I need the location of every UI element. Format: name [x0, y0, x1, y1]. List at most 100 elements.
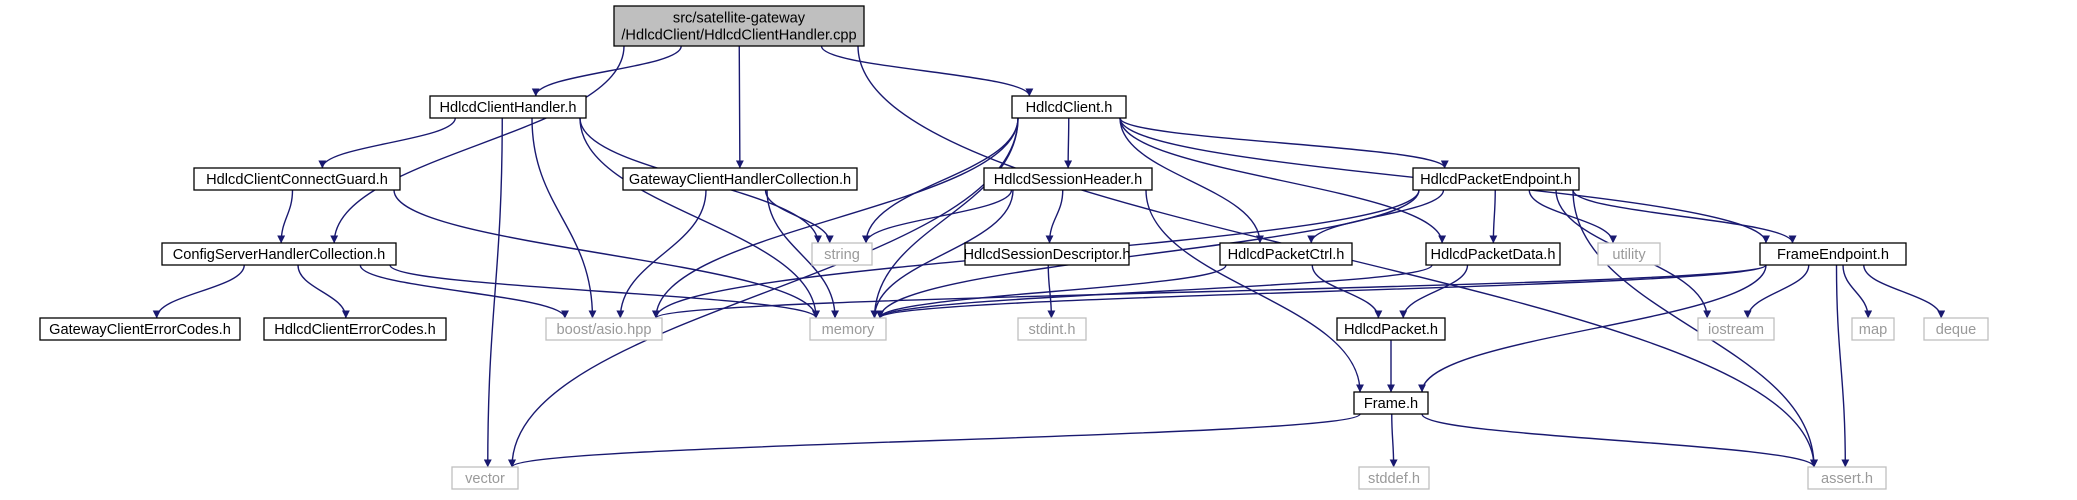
edge-fe-to-deque: [1863, 264, 1946, 319]
node-label: stddef.h: [1368, 471, 1420, 487]
node-stddef: stddef.h: [1358, 466, 1430, 490]
node-box: [1017, 317, 1087, 341]
node-box: [1597, 242, 1661, 266]
node-hsd[interactable]: HdlcdSessionDescriptor.h: [963, 242, 1131, 266]
node-fe[interactable]: FrameEndpoint.h: [1759, 242, 1907, 266]
edge-hch-to-asio: [531, 117, 597, 319]
node-box: [161, 242, 397, 266]
node-box: [263, 317, 447, 341]
node-hpd[interactable]: HdlcdPacketData.h: [1425, 242, 1561, 266]
edge-root-to-gchc: [735, 45, 744, 169]
node-hccg[interactable]: HdlcdClientConnectGuard.h: [193, 167, 401, 191]
edge-root-to-csh: [330, 45, 625, 244]
edge-hpc-to-memory: [876, 264, 1227, 319]
node-box: [1412, 167, 1580, 191]
node-box: [811, 242, 873, 266]
node-box: [964, 242, 1130, 266]
graph-nodes: src/satellite-gateway/HdlcdClient/HdlcdC…: [39, 5, 1989, 490]
edge-fe-to-map: [1842, 264, 1873, 319]
node-box: [451, 466, 519, 490]
edge-hpe-to-utility: [1528, 189, 1618, 244]
edge-hc-to-string: [862, 117, 1019, 244]
edge-hch-to-hccg: [318, 117, 456, 169]
edge-hpd-to-hp: [1399, 264, 1469, 319]
node-root[interactable]: src/satellite-gateway/HdlcdClient/HdlcdC…: [613, 5, 865, 47]
node-box: [1219, 242, 1353, 266]
node-hcec[interactable]: HdlcdClientErrorCodes.h: [263, 317, 447, 341]
node-csh[interactable]: ConfigServerHandlerCollection.h: [161, 242, 397, 266]
node-label: HdlcdSessionHeader.h: [994, 172, 1142, 188]
node-box: [1697, 317, 1775, 341]
node-label: HdlcdPacketData.h: [1431, 247, 1556, 263]
node-label: iostream: [1708, 322, 1764, 338]
node-label: HdlcdClient.h: [1026, 100, 1113, 116]
node-label: stdint.h: [1028, 322, 1075, 338]
node-label: utility: [1612, 247, 1646, 263]
node-label: HdlcdSessionDescriptor.h: [963, 247, 1130, 263]
edge-gchc-to-asio: [616, 189, 707, 319]
node-label: GatewayClientHandlerCollection.h: [629, 172, 851, 188]
edge-csh-to-gcec: [152, 264, 245, 319]
edge-hpd-to-memory: [876, 264, 1433, 319]
node-map: map: [1851, 317, 1895, 341]
node-box: [622, 167, 858, 191]
edge-hpe-to-hpd: [1489, 189, 1498, 244]
node-label: ConfigServerHandlerCollection.h: [173, 247, 386, 263]
node-label: HdlcdPacketEndpoint.h: [1420, 172, 1572, 188]
edge-hsh-to-memory: [870, 189, 1014, 319]
node-label: Frame.h: [1364, 396, 1418, 412]
node-box: [1358, 466, 1430, 490]
edge-hc-to-hsh: [1064, 117, 1073, 169]
node-box: [1353, 391, 1429, 415]
node-box: [193, 167, 401, 191]
edge-csh-to-asio: [359, 264, 569, 319]
node-box: [39, 317, 241, 341]
edge-hc-to-hpe: [1119, 117, 1449, 169]
node-assert: assert.h: [1807, 466, 1887, 490]
node-gcec[interactable]: GatewayClientErrorCodes.h: [39, 317, 241, 341]
node-string: string: [811, 242, 873, 266]
node-vector: vector: [451, 466, 519, 490]
node-label: HdlcdPacket.h: [1344, 322, 1438, 338]
edge-hpc-to-hp: [1311, 264, 1383, 319]
edge-hsh-to-string: [862, 189, 1013, 244]
edge-fe-to-frame: [1418, 264, 1767, 393]
node-hpe[interactable]: HdlcdPacketEndpoint.h: [1412, 167, 1580, 191]
edge-hch-to-vector: [483, 117, 503, 468]
edge-hpe-to-assert: [1572, 189, 1818, 468]
node-label: vector: [465, 471, 505, 487]
edge-hccg-to-memory: [393, 189, 820, 319]
node-box: [1923, 317, 1989, 341]
edge-fe-to-memory: [876, 264, 1767, 319]
edge-root-to-hc: [820, 45, 1034, 97]
node-label: HdlcdClientErrorCodes.h: [274, 322, 435, 338]
node-memory: memory: [809, 317, 887, 341]
node-label: GatewayClientErrorCodes.h: [49, 322, 231, 338]
edge-csh-to-memory: [389, 264, 820, 319]
dependency-edges: [152, 45, 1946, 468]
node-utility: utility: [1597, 242, 1661, 266]
node-iostream: iostream: [1697, 317, 1775, 341]
node-label: assert.h: [1821, 471, 1873, 487]
edge-gchc-to-memory: [766, 189, 840, 319]
node-hc[interactable]: HdlcdClient.h: [1011, 95, 1127, 119]
node-hpc[interactable]: HdlcdPacketCtrl.h: [1219, 242, 1353, 266]
node-box: [1425, 242, 1561, 266]
node-box: [613, 5, 865, 47]
node-gchc[interactable]: GatewayClientHandlerCollection.h: [622, 167, 858, 191]
edge-frame-to-assert: [1421, 413, 1818, 468]
node-box: [1759, 242, 1907, 266]
node-label: HdlcdPacketCtrl.h: [1228, 247, 1345, 263]
node-label: boost/asio.hpp: [557, 322, 652, 338]
node-hsh[interactable]: HdlcdSessionHeader.h: [983, 167, 1153, 191]
node-asio: boost/asio.hpp: [545, 317, 663, 341]
node-hp[interactable]: HdlcdPacket.h: [1336, 317, 1446, 341]
node-hch[interactable]: HdlcdClientHandler.h: [429, 95, 587, 119]
node-box: [429, 95, 587, 119]
edge-fe-to-asio: [652, 264, 1767, 319]
node-frame[interactable]: Frame.h: [1353, 391, 1429, 415]
edge-csh-to-hcec: [297, 264, 350, 319]
node-box: [983, 167, 1153, 191]
edge-root-to-hch: [531, 45, 682, 97]
edge-hc-to-asio: [652, 117, 1019, 319]
